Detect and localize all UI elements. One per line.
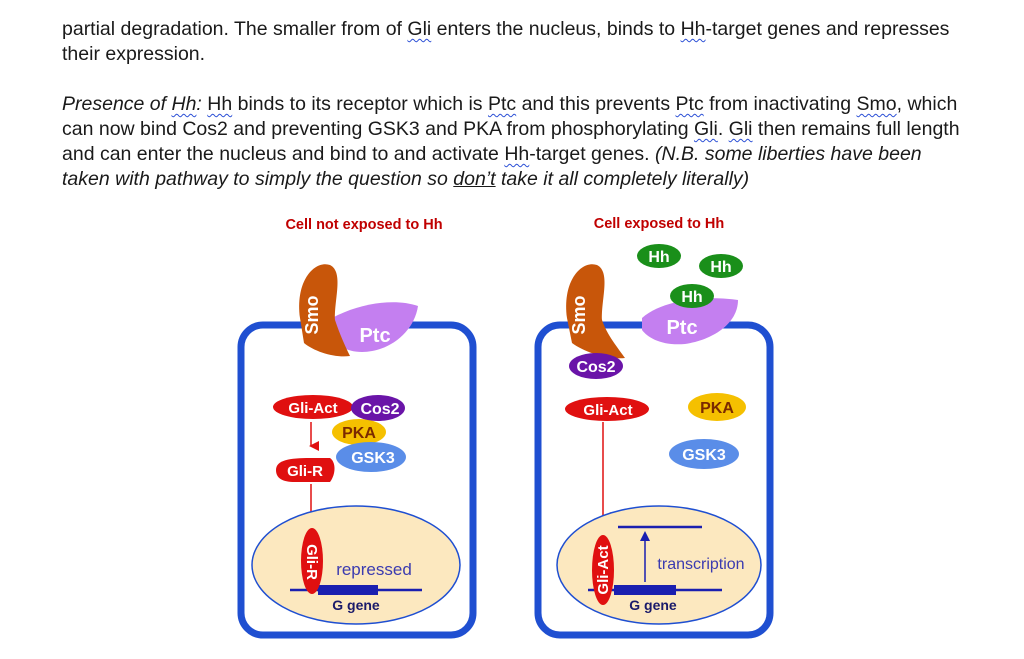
hh-ligand-2 (699, 254, 743, 278)
text-span: Hh (680, 18, 706, 40)
paragraph-presence: Presence of Hh: Hh binds to its receptor… (62, 92, 962, 192)
repressed-label: repressed (336, 560, 412, 579)
left-pka (332, 419, 386, 445)
right-nuclear-gli-act-label: Gli-Act (595, 545, 612, 594)
hh-ligand-1 (637, 244, 681, 268)
left-cell-title: Cell not exposed to Hh (285, 217, 442, 233)
right-cos2 (569, 353, 623, 379)
left-gsk3-label: GSK3 (351, 450, 395, 467)
text-span: Presence of (62, 93, 172, 115)
right-g-gene-box (614, 585, 676, 595)
right-gsk3-label: GSK3 (682, 447, 726, 464)
right-cell-title: Cell exposed to Hh (594, 216, 725, 232)
left-cos2 (351, 395, 405, 421)
text-span: Hh (207, 93, 233, 115)
text-span: Ptc (675, 93, 704, 115)
transcription-label: transcription (657, 556, 744, 573)
left-cos2-label: Cos2 (360, 401, 399, 418)
text-span: . (717, 118, 729, 140)
text-span: take it all completely literally) (495, 168, 750, 190)
hh-ligand-3-label: Hh (681, 289, 702, 306)
right-pka-label: PKA (700, 400, 734, 417)
right-gsk3 (669, 439, 739, 469)
left-gli-act (273, 395, 353, 419)
text-span: Gli (693, 118, 718, 140)
left-g-gene-box (318, 585, 378, 595)
left-pka-label: PKA (342, 425, 376, 442)
left-smo (299, 264, 350, 357)
text-span: Smo (856, 93, 897, 115)
left-gsk3 (336, 442, 406, 472)
text-span: enters the nucleus, binds to (431, 18, 681, 40)
text-span: and this prevents (516, 93, 676, 115)
text-span: partial degradation. The smaller from of (62, 18, 408, 40)
transcription-arrow-head (640, 531, 650, 541)
text-span: Gli (728, 118, 753, 140)
text-span: don’t (453, 168, 496, 190)
text-span: from inactivating (703, 93, 857, 115)
text-span: -target genes. (529, 143, 650, 165)
left-gli-act-label: Gli-Act (288, 400, 337, 417)
right-gli-act (565, 397, 649, 421)
left-ptc (330, 302, 418, 352)
left-gli-r (276, 458, 335, 482)
left-nucleus (251, 505, 461, 625)
right-smo (566, 264, 625, 359)
left-nuclear-gli-r-label: Gli-R (303, 544, 320, 580)
right-pka (688, 393, 746, 421)
text-span: : (196, 93, 208, 115)
left-g-gene-label: G gene (332, 597, 380, 613)
right-smo-label: Smo (569, 295, 589, 334)
right-g-gene-label: G gene (629, 597, 677, 613)
right-gli-act-label: Gli-Act (583, 402, 632, 419)
right-cos2-label: Cos2 (576, 359, 615, 376)
left-nuclear-gli-r (301, 528, 323, 594)
text-span: Hh (504, 143, 530, 165)
text-span: (N.B. some liberties have been taken wit… (62, 143, 922, 190)
text-span: binds to its receptor which is (232, 93, 488, 115)
right-nuclear-gli-act (592, 535, 614, 605)
paragraph-absence: partial degradation. The smaller from of… (62, 17, 962, 67)
text-span: Hh (171, 93, 197, 115)
text-span: Ptc (487, 93, 517, 115)
text-span: then remains full length and can enter t… (62, 118, 960, 165)
text-span: -target genes and represses their expres… (62, 18, 950, 65)
text-span: Gli (407, 18, 432, 40)
hh-ligand-1-label: Hh (648, 249, 669, 266)
left-smo-label: Smo (302, 295, 322, 334)
left-gli-r-label: Gli-R (287, 463, 323, 480)
right-ptc-label: Ptc (666, 317, 697, 339)
hh-ligand-2-label: Hh (710, 259, 731, 276)
left-ptc-label: Ptc (359, 325, 390, 347)
text-span: , which can now bind Cos2 and preventing… (62, 93, 958, 140)
right-ptc (642, 298, 738, 345)
hh-ligand-3 (670, 284, 714, 308)
